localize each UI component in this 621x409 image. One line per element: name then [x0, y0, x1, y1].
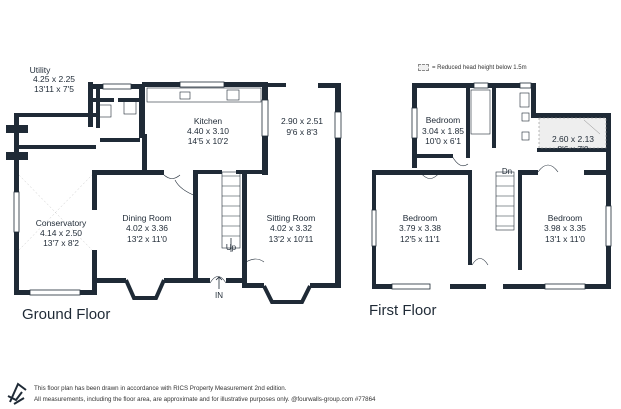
room-metric-bedroom-right: 3.98 x 3.35 — [544, 223, 586, 233]
first-floor-title: First Floor — [369, 302, 437, 319]
room-name-bedroom-small: Bedroom — [426, 115, 461, 125]
room-metric-bedroom-left: 3.79 x 3.38 — [399, 223, 441, 233]
room-metric-conservatory: 4.14 x 2.50 — [40, 228, 82, 238]
room-imperial-dining: 13'2 x 11'0 — [127, 234, 167, 244]
legend-text: = Reduced head height below 1.5m — [432, 64, 527, 71]
room-imperial-sitting: 13'2 x 10'11 — [269, 234, 314, 244]
reduced-height-swatch — [418, 64, 429, 71]
entrance-marker: IN — [215, 291, 223, 300]
windows — [13, 81, 612, 296]
room-name-conservatory: Conservatory — [36, 218, 87, 228]
stair-up-marker: Up — [226, 243, 237, 252]
footer-line-2: All measurements, including the floor ar… — [34, 396, 376, 403]
walls — [6, 82, 611, 295]
room-name-bedroom-left: Bedroom — [403, 213, 438, 223]
footer-line-1: This floor plan has been drawn in accord… — [34, 385, 287, 392]
room-name-kitchen: Kitchen — [194, 116, 223, 126]
room-metric-bedroom-attic: 2.60 x 2.13 — [552, 134, 594, 144]
room-imperial-bedroom-right: 13'1 x 11'0 — [545, 234, 585, 244]
room-imperial-conservatory: 13'7 x 8'2 — [43, 238, 79, 248]
room-metric-unnamed: 2.90 x 2.51 — [281, 116, 323, 126]
room-imperial-unnamed: 9'6 x 8'3 — [286, 127, 317, 137]
room-name-dining: Dining Room — [122, 213, 171, 223]
room-metric-sitting: 4.02 x 3.32 — [270, 223, 312, 233]
room-name-utility: Utility — [30, 65, 52, 75]
ground-floor-title: Ground Floor — [22, 306, 111, 323]
room-metric-utility: 4.25 x 2.25 — [33, 74, 75, 84]
stair-down-marker: Dn — [502, 167, 512, 176]
reduced-height-legend: = Reduced head height below 1.5m — [418, 64, 527, 71]
reduced-head-height-area — [538, 117, 607, 149]
room-imperial-bedroom-attic: 8'6 x 7'0 — [557, 144, 588, 154]
entrance-arrow-icon — [215, 276, 223, 289]
bay-windows — [124, 279, 312, 304]
room-imperial-bedroom-left: 12'5 x 11'1 — [400, 234, 440, 244]
room-metric-bedroom-small: 3.04 x 1.85 — [422, 126, 464, 136]
room-metric-dining: 4.02 x 3.36 — [126, 223, 168, 233]
fixtures — [18, 87, 559, 284]
fourwalls-logo-icon — [7, 382, 27, 405]
room-imperial-bedroom-small: 10'0 x 6'1 — [425, 136, 461, 146]
room-name-bedroom-right: Bedroom — [548, 213, 583, 223]
room-metric-kitchen: 4.40 x 3.10 — [187, 126, 229, 136]
room-imperial-kitchen: 14'5 x 10'2 — [188, 136, 229, 146]
room-imperial-utility: 13'11 x 7'5 — [34, 84, 74, 94]
room-name-sitting: Sitting Room — [267, 213, 316, 223]
